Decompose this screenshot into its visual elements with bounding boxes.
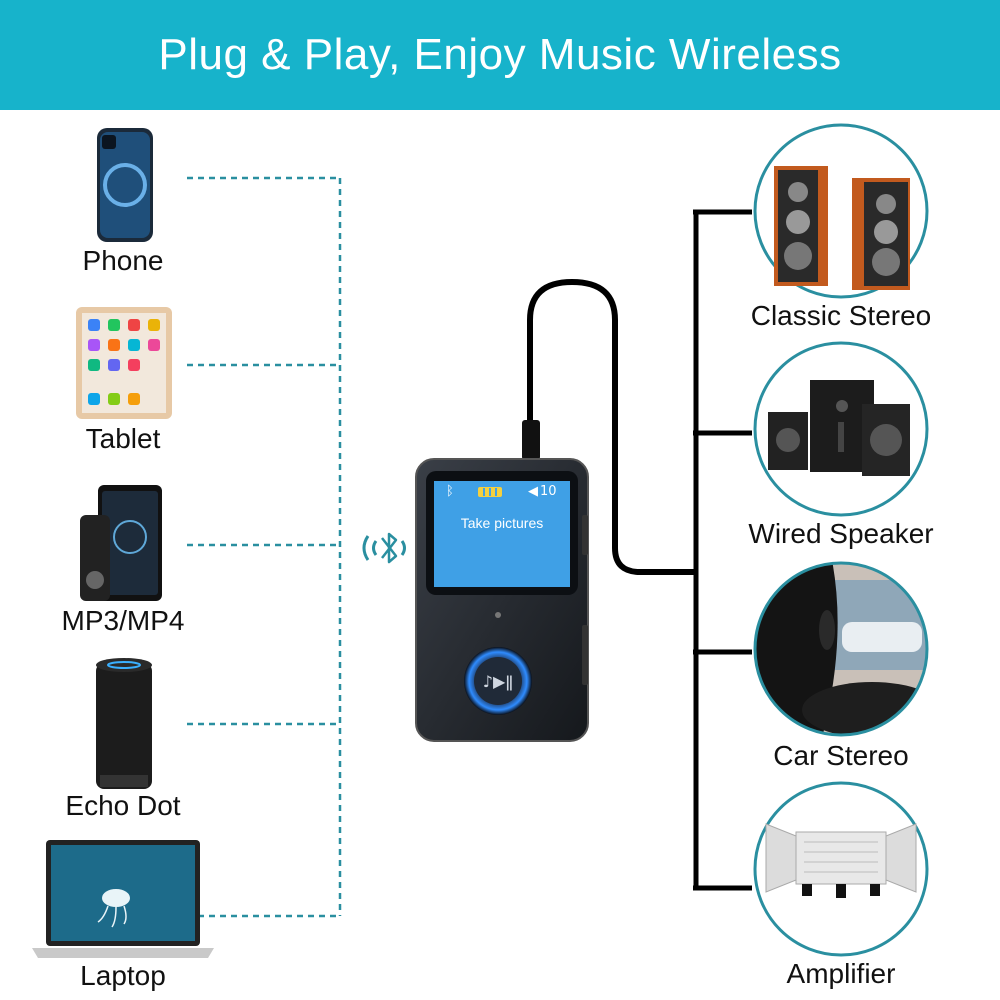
screen-text: Take pictures xyxy=(460,515,544,531)
bluetooth-receiver: ♪▶ǁ xyxy=(412,455,592,743)
wireless-dashed-lines xyxy=(187,176,342,918)
screen-status-bar: ᛒ ◀ 10 xyxy=(442,484,572,504)
wired-speaker-icon xyxy=(753,341,929,517)
bluetooth-icon: ᛒ xyxy=(446,484,454,499)
speaker-icon: ◀ xyxy=(528,484,538,499)
banner-title: Plug & Play, Enjoy Music Wireless xyxy=(158,30,842,79)
output-label-wired: Wired Speaker xyxy=(748,518,934,549)
car-stereo-image xyxy=(752,560,930,738)
audio-jack xyxy=(522,420,540,460)
source-label-echo: Echo Dot xyxy=(65,790,181,821)
amplifier-image xyxy=(752,780,930,958)
battery-icon xyxy=(478,487,502,497)
phone-image xyxy=(96,127,154,243)
amplifier-icon xyxy=(753,781,929,957)
bluetooth-wave-icon xyxy=(362,532,406,564)
source-label-laptop: Laptop xyxy=(80,960,166,991)
bluetooth-signal xyxy=(358,528,414,568)
wired-speaker-image xyxy=(752,340,930,518)
echo-dot-image xyxy=(96,657,152,791)
phone-icon xyxy=(97,128,153,242)
classic-stereo-icon xyxy=(753,123,929,299)
tablet-image xyxy=(76,307,172,419)
output-label-car: Car Stereo xyxy=(773,740,909,771)
smart-speaker-icon xyxy=(96,658,152,789)
source-label-mp3: MP3/MP4 xyxy=(61,605,185,636)
wired-solid-lines xyxy=(527,209,752,891)
svg-text:♪▶ǁ: ♪▶ǁ xyxy=(483,672,513,691)
header-banner: Plug & Play, Enjoy Music Wireless xyxy=(0,0,1000,110)
mp3-player-image xyxy=(80,485,166,603)
laptop-image xyxy=(32,840,214,960)
classic-stereo-image xyxy=(752,122,930,300)
laptop-icon xyxy=(32,840,214,958)
tablet-icon xyxy=(76,307,172,419)
output-label-classic: Classic Stereo xyxy=(750,300,932,331)
output-label-amplifier: Amplifier xyxy=(786,958,896,989)
source-label-tablet: Tablet xyxy=(85,423,161,454)
mp3-player-icon xyxy=(80,485,162,601)
source-label-phone: Phone xyxy=(82,245,164,276)
volume-value: 10 xyxy=(540,484,557,499)
car-stereo-icon xyxy=(753,561,929,737)
